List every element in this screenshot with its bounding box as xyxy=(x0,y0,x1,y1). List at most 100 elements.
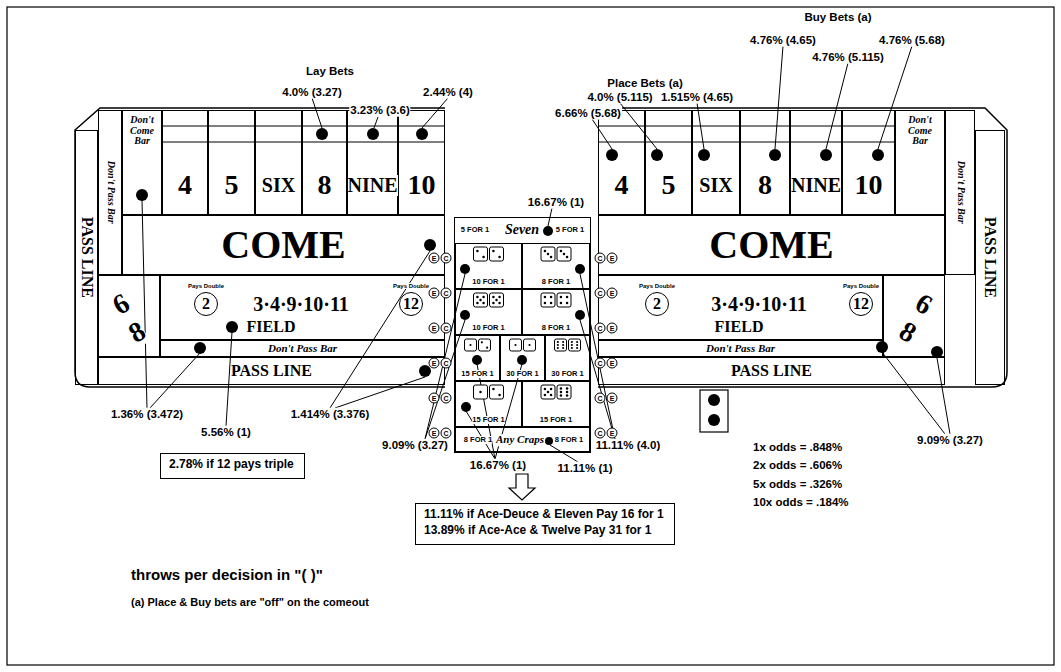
edge-callout: 9.09% (3.27) xyxy=(381,439,449,452)
die-pip xyxy=(560,394,563,397)
edge-callout: 4.0% (5.115) xyxy=(586,91,653,104)
table-outline xyxy=(75,108,445,387)
betting-chip xyxy=(460,310,470,320)
edge-callout: 16.67% (1) xyxy=(527,196,585,209)
die-pip xyxy=(557,344,559,346)
pass-line-strip: PASS LINE xyxy=(975,130,1005,385)
table-text: Don't Pass Bar xyxy=(105,161,116,224)
table-text: 15 FOR 1 xyxy=(472,416,505,424)
ec-circle: C xyxy=(441,323,452,334)
leader-line xyxy=(150,353,200,408)
ec-circle: C xyxy=(441,288,452,299)
table-text: 8 xyxy=(758,170,772,199)
table-text: 3·4·9·10·11 xyxy=(711,294,807,315)
table-text: 8 FOR 1 xyxy=(542,278,570,286)
die-pip xyxy=(486,347,488,349)
leader-line xyxy=(775,46,783,149)
edge-callout: Buy Bets (a) xyxy=(803,11,872,24)
betting-chip xyxy=(876,341,888,353)
leader-line xyxy=(312,98,322,128)
table-text: COME xyxy=(221,224,345,266)
die-pip xyxy=(550,302,553,305)
die xyxy=(474,247,488,261)
ec-circle: C xyxy=(595,323,606,334)
table-text: 8 xyxy=(318,170,332,199)
die xyxy=(541,293,555,307)
die-pip xyxy=(576,344,578,346)
note-text: 2x odds = .606% xyxy=(752,459,843,472)
leader-line xyxy=(142,200,147,408)
ec-circle: E xyxy=(607,358,618,369)
number-box: 4 xyxy=(162,110,208,215)
betting-chip xyxy=(460,264,470,274)
betting-chip xyxy=(820,149,832,161)
edge-callout: 3.23% (3.6) xyxy=(349,104,410,117)
edge-callout: 11.11% (4.0) xyxy=(595,439,662,452)
edge-callout: 6.66% (5.68) xyxy=(554,107,622,120)
pass-line-strip: PASS LINE xyxy=(75,130,98,385)
die-pip xyxy=(560,391,563,394)
leader-line xyxy=(882,352,945,434)
die-pip xyxy=(476,296,479,299)
die-pip xyxy=(576,347,578,349)
betting-chip xyxy=(316,128,328,140)
die-pip xyxy=(544,296,547,299)
ec-circle: C xyxy=(441,393,452,404)
leader-line xyxy=(374,117,378,128)
table-text: 6 xyxy=(108,288,135,320)
die xyxy=(524,339,536,351)
table-text: 4 xyxy=(178,170,192,199)
note-box: 2.78% if 12 pays triple xyxy=(160,453,305,479)
die xyxy=(541,385,555,399)
betting-chip xyxy=(708,414,720,426)
dont-pass-band: Don't Pass Bar xyxy=(160,340,445,357)
die-pip xyxy=(560,296,563,299)
table-text: COME xyxy=(709,224,833,266)
edge-callout: Place Bets (a) xyxy=(606,77,683,90)
betting-chip xyxy=(461,402,471,412)
die-pip xyxy=(498,256,501,259)
field-area: Pays Double23·4·9·10·11Pays Double12FIEL… xyxy=(160,275,445,340)
die xyxy=(510,339,522,351)
betting-chip xyxy=(517,355,527,365)
proposition-cell: 8 FOR 1 xyxy=(522,289,590,335)
table-text: 8 xyxy=(895,316,922,348)
table-text: 8 FOR 1 xyxy=(542,324,570,332)
number-box: NINE xyxy=(790,110,842,215)
table-text: 5 FOR 1 xyxy=(556,226,584,234)
die-pip xyxy=(560,250,563,253)
dont-pass-strip: Don't Pass Bar xyxy=(945,110,975,275)
table-text: 10 xyxy=(855,170,883,199)
table-text: PASS LINE xyxy=(982,217,999,298)
die-pip xyxy=(576,341,578,343)
table-text: PASS LINE xyxy=(231,363,312,380)
edge-callout: 4.76% (4.65) xyxy=(749,34,817,47)
die-pip xyxy=(482,256,485,259)
die-pip xyxy=(498,302,501,305)
dont-come-box: Don't Come Bar xyxy=(122,110,162,215)
die-pip xyxy=(566,387,569,390)
number-box: SIX xyxy=(255,110,302,215)
die-pip xyxy=(476,302,479,305)
proposition-cell: 30 FOR 1 xyxy=(500,335,545,381)
die-pip xyxy=(550,256,553,259)
die-pip xyxy=(547,391,550,394)
die-pip xyxy=(557,341,559,343)
table-text: Seven xyxy=(505,223,539,238)
number-box: 4 xyxy=(598,110,645,215)
die-pip xyxy=(560,387,563,390)
die-pip xyxy=(492,250,495,253)
die-pip xyxy=(482,302,485,305)
number-box: 5 xyxy=(208,110,255,215)
die-pip xyxy=(547,253,550,256)
big-six-eight: 68 xyxy=(883,275,945,357)
table-text: 5 FOR 1 xyxy=(461,226,489,234)
die xyxy=(490,247,504,261)
table-text: Pays Double xyxy=(188,283,224,289)
table-text: 3·4·9·10·11 xyxy=(253,294,349,315)
leader-line xyxy=(826,63,848,149)
die-pip xyxy=(557,347,559,349)
betting-chip xyxy=(367,128,379,140)
betting-chip xyxy=(416,128,428,140)
table-text: 30 FOR 1 xyxy=(551,370,584,378)
